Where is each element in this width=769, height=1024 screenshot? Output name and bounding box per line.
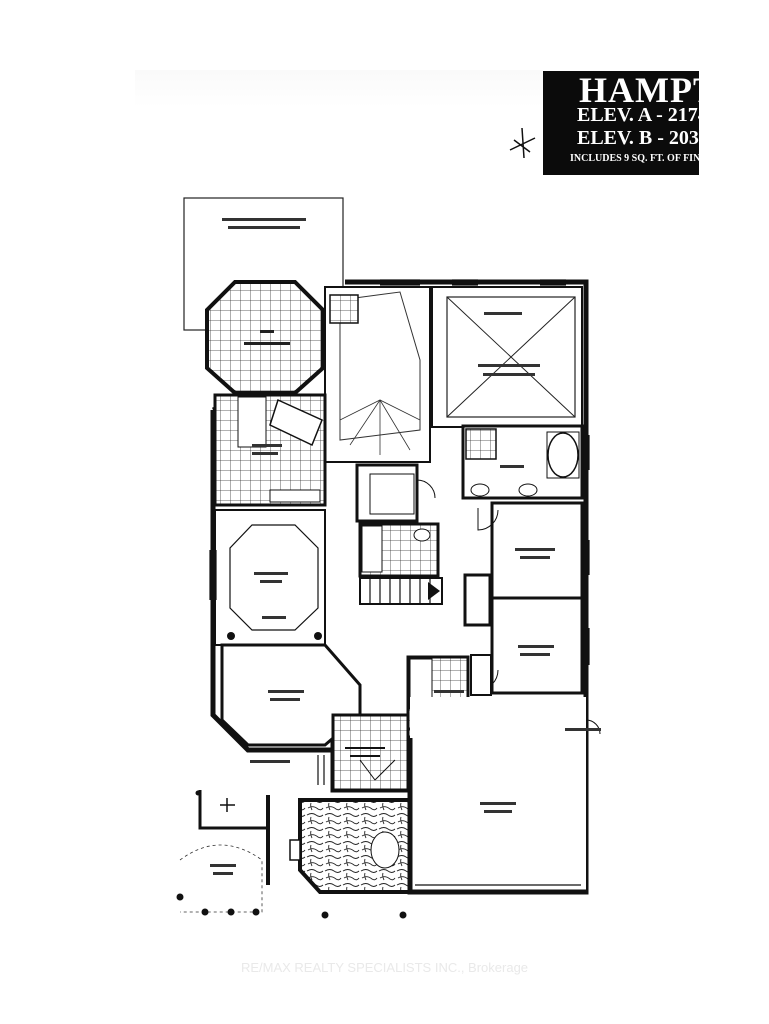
finished-area-note: INCLUDES 9 SQ. FT. OF FINISH <box>570 153 699 164</box>
north-arrow-icon <box>509 127 536 159</box>
windows <box>209 279 590 785</box>
elevation-b: ELEV. B - 2038 <box>577 127 699 149</box>
laundry-room <box>355 463 419 523</box>
model-name: HAMPT <box>579 71 699 110</box>
kitchen-island <box>269 398 323 447</box>
family-room <box>324 286 431 463</box>
linen-closet <box>463 573 492 627</box>
ensuite-bath <box>461 424 584 500</box>
breakfast-area <box>205 280 325 395</box>
elevation-a: ELEV. A - 2174 <box>577 104 699 126</box>
deck-label <box>222 218 306 229</box>
foyer <box>331 713 410 792</box>
header-band <box>135 70 543 108</box>
elevation-b-porch <box>176 790 270 916</box>
master-bedroom <box>431 286 583 428</box>
garage <box>410 697 586 892</box>
fireplace <box>329 294 359 324</box>
title-block: HAMPT ELEV. A - 2174 ELEV. B - 2038 INCL… <box>543 71 699 175</box>
watermark: RE/MAX REALTY SPECIALISTS INC., Brokerag… <box>240 960 529 975</box>
kitchen <box>213 393 327 507</box>
bedroom-3 <box>490 596 584 695</box>
dining-room <box>214 509 326 646</box>
stairs <box>359 577 443 605</box>
